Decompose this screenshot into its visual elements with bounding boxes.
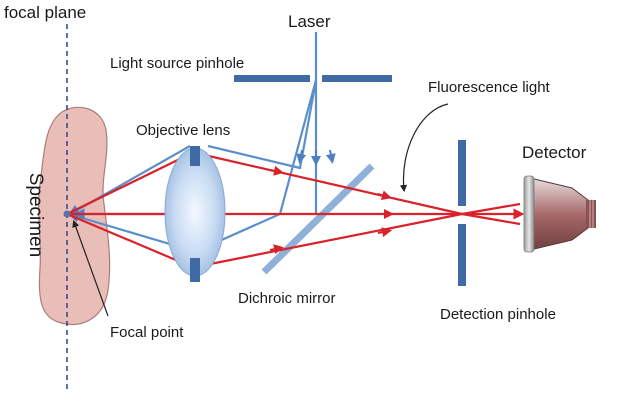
detector-label: Detector <box>522 143 587 162</box>
light-source-pinhole-label: Light source pinhole <box>110 55 244 72</box>
excitation-ray-upper <box>207 79 318 170</box>
objective-lens-top-mount <box>190 146 200 166</box>
emission-arrow-lower <box>269 244 284 255</box>
detector-rim <box>523 175 535 253</box>
fluorescence-pointer-arrow <box>399 103 449 193</box>
emission-rays <box>66 152 525 268</box>
emission-past-pinhole-lower <box>461 212 521 226</box>
laser-label: Laser <box>288 12 331 31</box>
emission-to-lens-lower <box>66 212 191 268</box>
focal-point-dot <box>63 210 71 218</box>
detector-body <box>529 177 589 251</box>
emission-past-pinhole-upper <box>461 202 521 216</box>
objective-lens-body <box>164 147 226 277</box>
emission-arrow-upper <box>269 165 284 176</box>
detection-pinhole-top-plate <box>458 140 466 206</box>
light-source-pinhole-left-plate <box>234 75 310 82</box>
light-source-pinhole <box>234 75 392 82</box>
objective-lens <box>164 146 226 282</box>
objective-lens-label: Objective lens <box>136 122 230 139</box>
emission-to-lens-upper <box>66 153 191 215</box>
light-source-pinhole-right-plate <box>322 75 392 82</box>
specimen-label: Specimen <box>25 173 46 258</box>
emission-arrow-lower-right <box>377 227 392 238</box>
focal-point-label: Focal point <box>110 324 184 341</box>
detector-back-cylinder <box>586 200 596 228</box>
emission-lens-to-pinhole-upper <box>199 152 463 216</box>
detection-pinhole <box>458 140 466 286</box>
excitation-arrow-down-right <box>325 149 336 164</box>
focal-point-pointer-arrow <box>72 219 109 317</box>
fluorescence-light-label: Fluorescence light <box>428 79 551 96</box>
detection-pinhole-bottom-plate <box>458 224 466 286</box>
dichroic-mirror <box>261 163 375 275</box>
focal-plane-label: focal plane <box>4 3 86 22</box>
emission-arrow-upper-right <box>377 190 392 201</box>
objective-lens-bottom-mount <box>190 258 200 282</box>
detector <box>523 175 596 253</box>
emission-lens-to-pinhole-lower <box>199 212 463 268</box>
excitation-arrow-down-left <box>296 149 307 164</box>
detection-pinhole-label: Detection pinhole <box>440 306 556 323</box>
dichroic-mirror-label: Dichroic mirror <box>238 290 336 307</box>
